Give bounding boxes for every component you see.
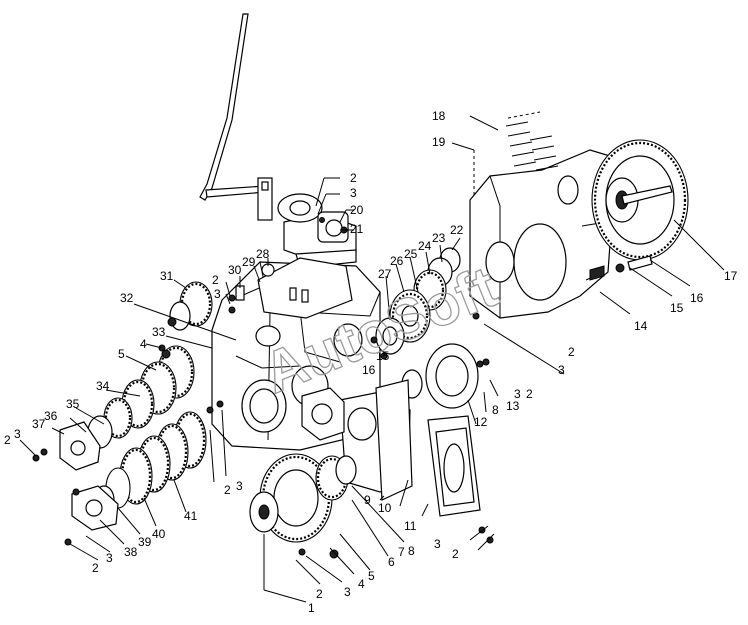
callout-16: 16	[690, 291, 704, 305]
callout-22: 22	[450, 223, 464, 237]
callout-20: 20	[350, 203, 364, 217]
callout-15-center: 15	[376, 349, 390, 363]
callout-19: 19	[432, 135, 446, 149]
callout-15: 15	[670, 301, 684, 315]
callout-38: 38	[124, 545, 138, 559]
callout-8: 8	[408, 544, 415, 558]
bell-housing	[469, 149, 613, 319]
callout-5: 5	[118, 347, 125, 361]
bearing-caps	[401, 312, 484, 409]
callout-3-cap: 3	[514, 387, 521, 401]
callout-3-output: 3	[344, 585, 351, 599]
callout-2-lower-left: 2	[4, 433, 11, 447]
callout-2-right-bottom: 2	[452, 547, 459, 561]
callout-33: 33	[152, 325, 166, 339]
callout-24: 24	[418, 239, 432, 253]
callout-labels: 1 2 2 2 2 2 2 2 2 2 3 3 3 3 3 3 3 3 3 4 …	[4, 109, 738, 615]
callout-16-center: 16	[362, 363, 376, 377]
callout-3-right-mid: 3	[558, 363, 565, 377]
mainshaft-gears	[59, 344, 195, 471]
callout-2-right-mid: 2	[568, 345, 575, 359]
input-shaft-bearings	[375, 247, 461, 355]
callout-2-cap: 2	[526, 387, 533, 401]
callout-32: 32	[120, 291, 134, 305]
shift-lever	[199, 13, 273, 221]
callout-17: 17	[724, 269, 738, 283]
callout-35: 35	[66, 397, 80, 411]
callout-2-counter: 2	[92, 561, 99, 575]
callout-34: 34	[96, 379, 110, 393]
callout-2-output: 2	[316, 587, 323, 601]
top-cover	[235, 257, 353, 319]
callout-3: 3	[350, 186, 357, 200]
callout-41: 41	[184, 509, 198, 523]
pto-flange	[301, 387, 345, 441]
callout-11: 11	[404, 519, 417, 533]
callout-10: 10	[378, 501, 392, 515]
output-gear	[249, 453, 357, 559]
callout-18: 18	[432, 109, 446, 123]
callout-6: 6	[388, 555, 395, 569]
flywheel	[591, 139, 689, 261]
callout-14: 14	[634, 319, 648, 333]
callout-1: 1	[308, 601, 315, 615]
callout-27: 27	[378, 267, 392, 281]
side-covers	[339, 379, 481, 517]
callout-13: 13	[506, 399, 520, 413]
callout-2-idler: 2	[212, 273, 219, 287]
callout-2-housing: 2	[224, 483, 231, 497]
callout-3-housing: 3	[236, 479, 243, 493]
callout-7: 7	[398, 545, 405, 559]
callout-4: 4	[140, 337, 147, 351]
shift-tower	[277, 193, 357, 269]
callout-21: 21	[350, 222, 364, 236]
callout-5-output: 5	[368, 569, 375, 583]
callout-12: 12	[474, 415, 488, 429]
leader-lines	[19, 115, 725, 603]
callout-3-lower-left: 3	[14, 427, 21, 441]
callout-25: 25	[404, 247, 418, 261]
callout-8-upper: 8	[492, 403, 499, 417]
callout-30: 30	[228, 263, 242, 277]
callout-3-idler: 3	[214, 287, 221, 301]
callout-2: 2	[350, 171, 357, 185]
callout-40: 40	[152, 527, 166, 541]
callout-36: 36	[44, 409, 58, 423]
callout-31: 31	[160, 269, 174, 283]
callout-9: 9	[364, 493, 371, 507]
callout-29: 29	[242, 255, 256, 269]
callout-3-counter: 3	[106, 551, 113, 565]
callout-37: 37	[32, 417, 46, 431]
callout-26: 26	[390, 254, 404, 268]
callout-39: 39	[138, 535, 152, 549]
reverse-idler-gear	[167, 281, 236, 331]
countershaft-gears	[64, 411, 207, 546]
callout-3-right-bottom: 3	[434, 537, 441, 551]
fasteners	[32, 255, 653, 544]
housing-bolts	[505, 111, 559, 171]
callout-28: 28	[256, 247, 270, 261]
callout-23: 23	[432, 231, 446, 245]
callout-4-output: 4	[358, 577, 365, 591]
